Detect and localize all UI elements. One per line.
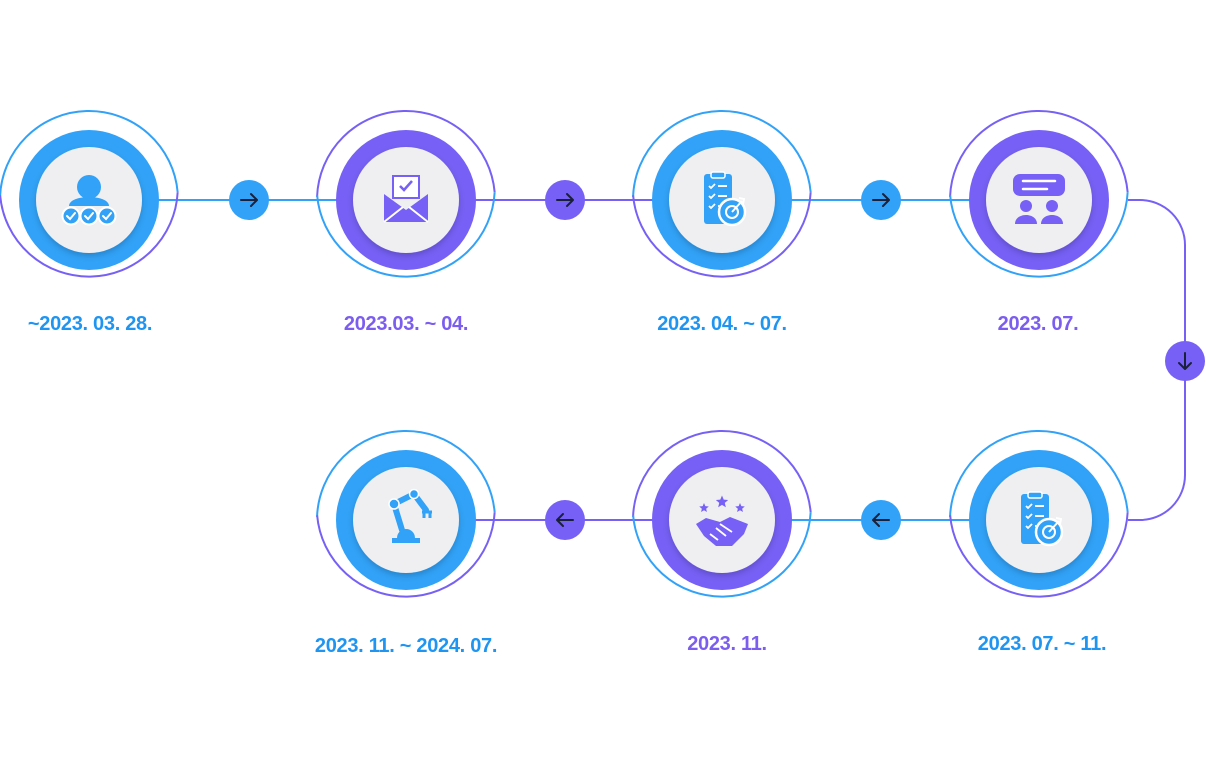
step-6-date: 2023. 11. xyxy=(687,633,767,655)
step-2-date: 2023.03. ~ 04. xyxy=(343,313,469,335)
step-4-date: 2023. 07. xyxy=(997,313,1079,335)
step-5-date: 2023. 07. ~ 11. xyxy=(977,633,1107,655)
step-3-date: 2023. 04. ~ 07. xyxy=(657,313,787,335)
step-7-node xyxy=(316,430,496,598)
arrow-down-icon xyxy=(1165,341,1205,381)
step-3-node xyxy=(632,110,812,278)
step-4-node xyxy=(949,110,1129,278)
arrow-left-icon xyxy=(861,500,901,540)
step-5-node xyxy=(949,430,1129,598)
arrow-right-icon xyxy=(229,180,269,220)
arrow-right-icon xyxy=(861,180,901,220)
step-7-date: 2023. 11. ~ 2024. 07. xyxy=(314,635,498,657)
robot-arm-icon xyxy=(388,488,432,543)
arrow-right-icon xyxy=(545,180,585,220)
checklist-target-icon xyxy=(704,171,747,227)
checklist-target-icon xyxy=(1021,491,1064,547)
step-6-node xyxy=(632,430,812,598)
user-checks-icon xyxy=(61,175,117,226)
arrow-left-icon xyxy=(545,500,585,540)
step-1-date: ~2023. 03. 28. xyxy=(27,313,153,335)
meeting-icon xyxy=(1013,174,1065,224)
step-1-node xyxy=(0,110,179,278)
handshake-stars-icon xyxy=(696,495,748,546)
step-2-node xyxy=(316,110,496,278)
mail-check-icon xyxy=(383,175,429,223)
